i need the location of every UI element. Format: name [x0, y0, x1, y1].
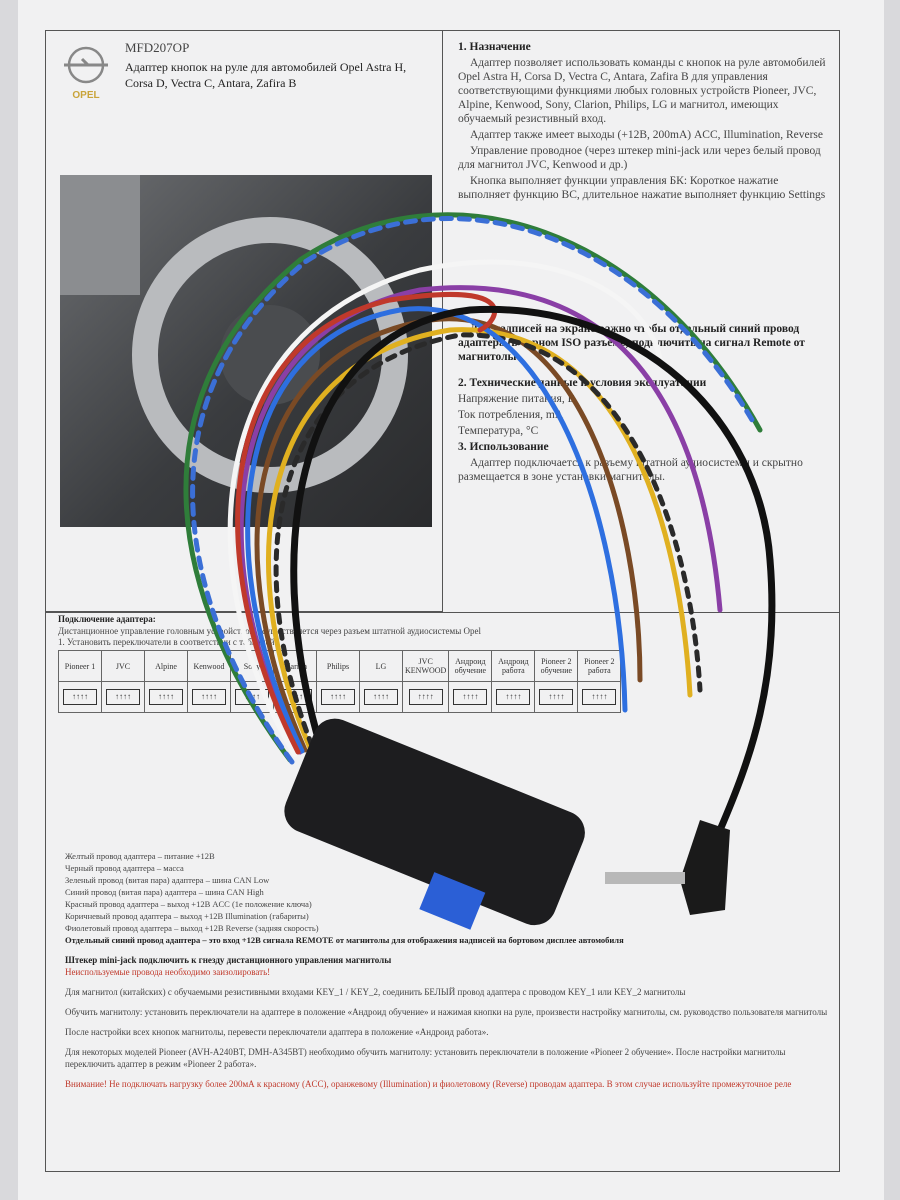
- spec-current: Ток потребления, mA: [458, 409, 564, 421]
- dip-switch-icon: ↑↑↑↑: [496, 689, 531, 705]
- wire-description: Черный провод адаптера – масса: [65, 863, 184, 873]
- model-number: MFD207OP: [125, 40, 190, 55]
- note-insulate: Неиспользуемые провода необходимо заизол…: [65, 967, 271, 977]
- switch-position: ↑↑↑↑: [187, 681, 231, 713]
- minijack-plug: [680, 820, 730, 915]
- switch-position: ↑↑↑↑: [359, 681, 403, 713]
- switch-position: ↑↑↑↑: [401, 681, 450, 713]
- section1-purpose: Адаптер позволяет использовать команды с…: [458, 57, 826, 125]
- section1-outputs: Адаптер также имеет выходы (+12В, 200mA)…: [470, 129, 824, 141]
- connection-title: Подключение адаптера:: [58, 614, 156, 624]
- switch-position: ↑↑↑↑: [577, 681, 622, 713]
- switch-position: ↑↑↑↑: [534, 681, 579, 713]
- adapter-box: [284, 718, 585, 926]
- connection-cell: [45, 612, 840, 1172]
- wire-list: Желтый провод адаптера – питание +12В Чер…: [65, 850, 830, 946]
- section1-button-info: Кнопка выполняет функции управления БК: …: [458, 175, 826, 201]
- switch-table-header: JVC KENWOOD: [401, 650, 450, 682]
- dip-switch-icon: ↑↑↑↑: [63, 689, 97, 705]
- opel-logo-icon: [64, 46, 108, 84]
- switch-table-header: Philips: [316, 650, 360, 682]
- warning-text: Внимание! Не подключать нагрузку более 2…: [65, 1079, 792, 1089]
- dip-switch-icon: ↑↑↑↑: [106, 689, 140, 705]
- switch-position: ↑↑↑↑: [491, 681, 536, 713]
- note-minijack: Штекер mini-jack подключить к гнезду дис…: [65, 955, 392, 965]
- dip-switch-icon: ↑↑↑↑: [582, 689, 617, 705]
- wire-description: Коричневый провод адаптера – выход +12В …: [65, 911, 309, 921]
- opel-logo: OPEL: [60, 45, 112, 101]
- dip-switch-icon: ↑↑↑↑: [408, 689, 443, 705]
- dip-switch-icon: ↑↑↑↑: [539, 689, 574, 705]
- section3-usage: Адаптер подключается к разъему штатной а…: [458, 457, 803, 483]
- section2-title: 2. Технические данные и условия эксплуат…: [458, 377, 707, 389]
- switch-position: ↑↑↑↑: [101, 681, 145, 713]
- spec-temperature: Температура, °C: [458, 425, 539, 437]
- section1-title: 1. Назначение: [458, 41, 531, 53]
- dip-switch-icon: ↑↑↑↑: [192, 689, 226, 705]
- dip-switch-icon: ↑↑↑↑: [321, 689, 355, 705]
- switch-position: ↑↑↑↑: [316, 681, 360, 713]
- connection-line2: 1. Установить переключатели в соответств…: [58, 637, 277, 647]
- note-pioneer: Для некоторых моделей Pioneer (AVH-A240B…: [65, 1047, 786, 1069]
- connection-line1: Дистанционное управление головным устрой…: [58, 626, 482, 636]
- note-android-work: После настройки всех кнопок магнитолы, п…: [65, 1027, 489, 1037]
- dip-switch-icon: ↑↑↑↑: [364, 689, 398, 705]
- wire-description: Желтый провод адаптера – питание +12В: [65, 851, 215, 861]
- dip-switch[interactable]: [419, 872, 486, 930]
- switch-table-header: Pioneer 2 работа: [577, 650, 622, 682]
- dip-switch-icon: ↑↑↑↑: [453, 689, 488, 705]
- switch-table-header: Alpine: [144, 650, 188, 682]
- wire-description: Отдельный синий провод адаптера – это вх…: [65, 935, 624, 945]
- note-key: Для магнитол (китайских) с обучаемыми ре…: [65, 987, 686, 997]
- minijack-tip: [605, 872, 685, 884]
- wire-description: Фиолетовый провод адаптера – выход +12В …: [65, 923, 319, 933]
- switch-table-header: Pioneer 2 обучение: [534, 650, 579, 682]
- header-subtitle: Адаптер кнопок на руле для автомобилей O…: [125, 60, 407, 90]
- wire-description: Синий провод (витая пара) адаптера – шин…: [65, 887, 264, 897]
- connection-instructions: Желтый провод адаптера – питание +12В Чер…: [65, 850, 830, 1090]
- note-train: Обучить магнитолу: установить переключат…: [65, 1007, 828, 1017]
- wire-description: Красный провод адаптера – выход +12В ACC…: [65, 899, 312, 909]
- brand-text: OPEL: [72, 90, 100, 101]
- switch-position: ↑↑↑↑: [144, 681, 188, 713]
- dip-switch-icon: ↑↑↑↑: [149, 689, 183, 705]
- section1-control: Управление проводное (через штекер mini-…: [458, 145, 821, 171]
- section3-title: 3. Использование: [458, 441, 549, 453]
- wire-description: Зеленый провод (витая пара) адаптера – ш…: [65, 875, 270, 885]
- switch-table-header: Андроид обучение: [448, 650, 493, 682]
- switch-table-header: LG: [359, 650, 403, 682]
